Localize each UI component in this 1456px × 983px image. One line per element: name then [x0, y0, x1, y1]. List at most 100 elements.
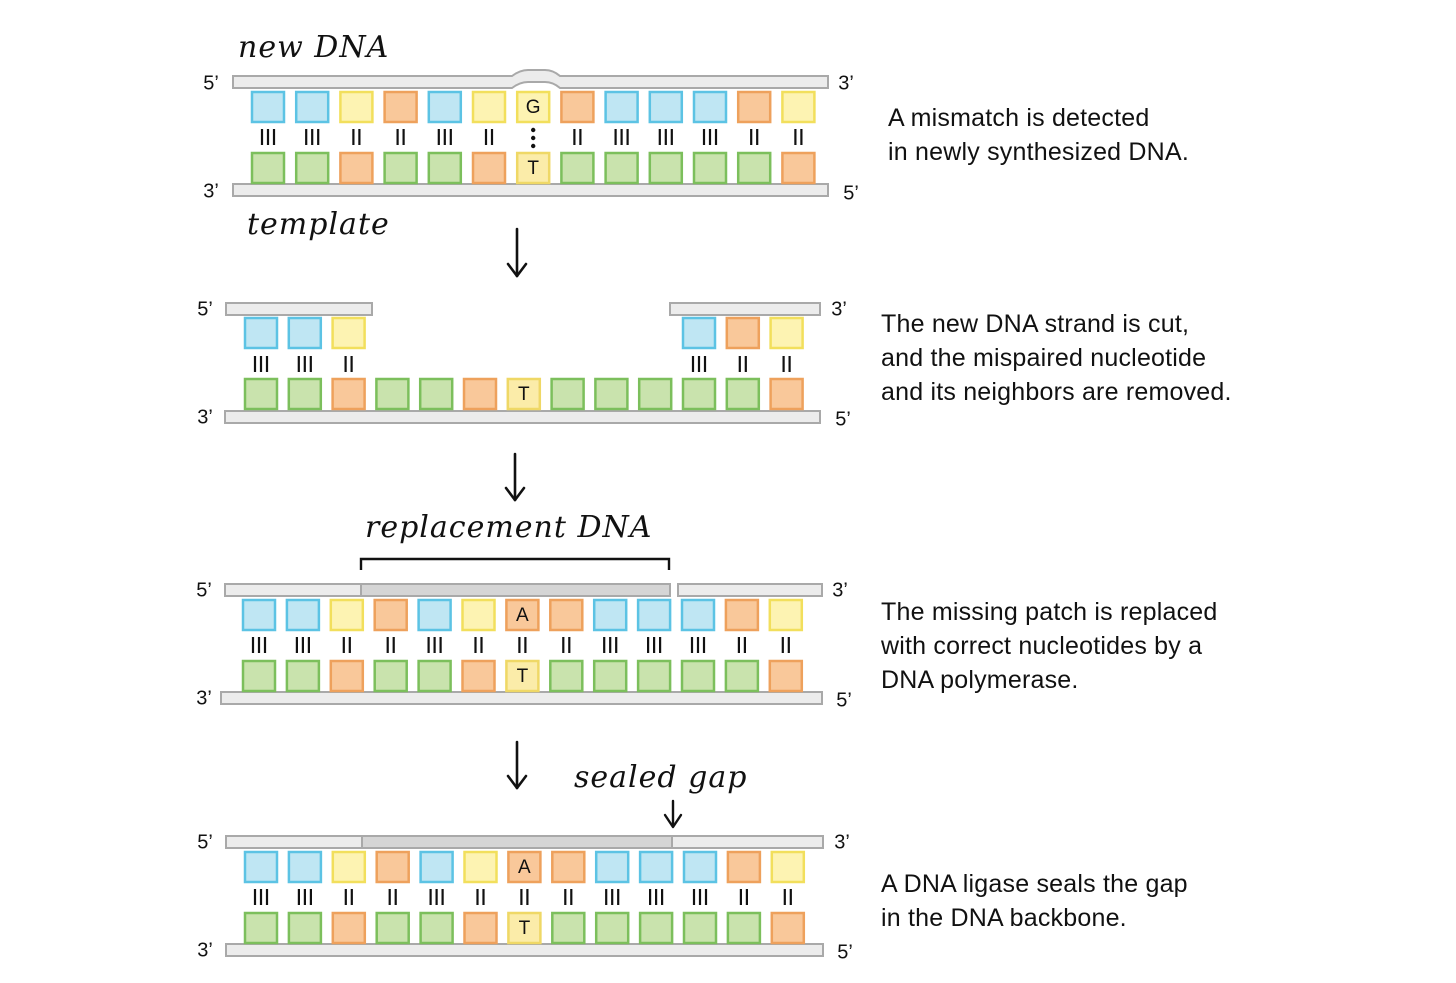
caption-line: DNA polymerase.: [881, 666, 1079, 694]
nucleotide-bottom: [243, 911, 279, 945]
label-sealed-gap: sealed gap: [574, 760, 747, 795]
new-strand-backbone-left: [225, 835, 363, 849]
nucleotide-top: [243, 316, 279, 350]
nucleotide-bottom: [339, 151, 374, 185]
nucleotide-top: [375, 850, 410, 884]
label-template: template: [247, 207, 390, 242]
new-strand-backbone: [232, 69, 829, 89]
prime-label-5: 5’: [197, 298, 213, 320]
template-strand-backbone: [224, 410, 821, 424]
nucleotide-top: [560, 90, 595, 124]
prime-label-3: 3’: [832, 579, 848, 601]
nucleotide-bottom: [383, 151, 418, 185]
nucleotide-bottom: [638, 911, 674, 945]
nucleotide-bottom: [294, 151, 330, 185]
nucleotide-bottom: [461, 659, 496, 693]
nucleotide-bottom: [250, 151, 286, 185]
new-strand-backbone-left: [224, 583, 362, 597]
nucleotide-top: [287, 316, 323, 350]
nucleotide-bottom: [515, 151, 551, 185]
new-strand-backbone-right: [669, 302, 821, 316]
nucleotide-bottom: [692, 151, 728, 185]
nucleotide-bottom: [768, 659, 804, 693]
prime-label-3: 3’: [838, 72, 854, 94]
prime-label-3: 3’: [203, 180, 219, 202]
nucleotide-top: [339, 90, 374, 124]
nucleotide-bottom: [427, 151, 463, 185]
nucleotide-top: [243, 850, 279, 884]
caption-line: A mismatch is detected: [888, 104, 1150, 132]
prime-label-3: 3’: [196, 687, 212, 709]
prime-label-5: 5’: [843, 182, 859, 204]
new-strand-backbone-left: [225, 302, 373, 316]
nucleotide-top: [241, 598, 277, 632]
nucleotide-bottom: [680, 659, 716, 693]
nucleotide-bottom: [285, 659, 321, 693]
nucleotide-bottom: [471, 151, 507, 185]
nucleotide-top: [505, 598, 540, 632]
nucleotide-top: [331, 850, 367, 884]
base-letter: T: [518, 384, 530, 405]
base-letter: A: [518, 857, 531, 878]
base-letter: T: [519, 918, 531, 939]
nucleotide-top: [594, 850, 630, 884]
nucleotide-top: [461, 598, 496, 632]
nucleotide-bottom: [551, 911, 586, 945]
nucleotide-bottom: [736, 151, 772, 185]
nucleotide-bottom: [506, 377, 542, 411]
base-letter: A: [516, 605, 529, 626]
prime-label-5: 5’: [835, 408, 851, 430]
replacement-patch-backbone: [360, 583, 671, 597]
caption-line: The missing patch is replaced: [881, 598, 1218, 626]
nucleotide-bottom: [329, 659, 365, 693]
label-replacement-dna: replacement DNA: [365, 510, 652, 545]
nucleotide-bottom: [463, 911, 498, 945]
nucleotide-top: [768, 598, 804, 632]
caption-line: in the DNA backbone.: [881, 904, 1127, 932]
caption-line: in newly synthesized DNA.: [888, 138, 1189, 166]
step-arrow-head: [506, 262, 528, 278]
nucleotide-top: [471, 90, 507, 124]
sealed-gap-arrow-head: [663, 813, 683, 829]
prime-label-3: 3’: [197, 939, 213, 961]
caption-line: A DNA ligase seals the gap: [881, 870, 1188, 898]
nucleotide-top: [285, 598, 321, 632]
caption-line: and the mispaired nucleotide: [881, 344, 1207, 372]
nucleotide-bottom: [594, 911, 630, 945]
nucleotide-bottom: [724, 659, 760, 693]
caption-line: with correct nucleotides by a: [881, 632, 1203, 660]
nucleotide-top: [726, 850, 762, 884]
replacement-patch-backbone: [361, 835, 673, 849]
nucleotide-bottom: [287, 911, 323, 945]
nucleotide-top: [383, 90, 418, 124]
nucleotide-top: [770, 850, 806, 884]
nucleotide-top: [692, 90, 728, 124]
nucleotide-bottom: [725, 377, 761, 411]
nucleotide-top: [507, 850, 542, 884]
nucleotide-bottom: [648, 151, 684, 185]
caption-step-2: The new DNA strand is cut, and the mispa…: [881, 307, 1232, 409]
new-strand-backbone-right: [671, 835, 824, 849]
nucleotide-bottom: [681, 377, 717, 411]
nucleotide-bottom: [770, 911, 806, 945]
prime-label-3: 3’: [831, 298, 847, 320]
nucleotide-bottom: [769, 377, 804, 411]
base-letter: T: [517, 666, 529, 687]
nucleotide-bottom: [594, 377, 629, 411]
nucleotide-top: [681, 316, 717, 350]
prime-label-5: 5’: [196, 579, 212, 601]
nucleotide-top: [592, 598, 628, 632]
nucleotide-bottom: [241, 659, 277, 693]
nucleotide-top: [648, 90, 684, 124]
prime-label-3: 3’: [197, 406, 213, 428]
caption-step-3: The missing patch is replaced with corre…: [881, 595, 1218, 697]
template-strand-backbone: [232, 183, 829, 197]
nucleotide-bottom: [243, 377, 279, 411]
nucleotide-top: [604, 90, 639, 124]
nucleotide-top: [373, 598, 408, 632]
nucleotide-top: [638, 850, 674, 884]
prime-label-3: 3’: [834, 831, 850, 853]
nucleotide-top: [329, 598, 365, 632]
nucleotide-top: [769, 316, 804, 350]
nucleotide-bottom: [373, 659, 408, 693]
